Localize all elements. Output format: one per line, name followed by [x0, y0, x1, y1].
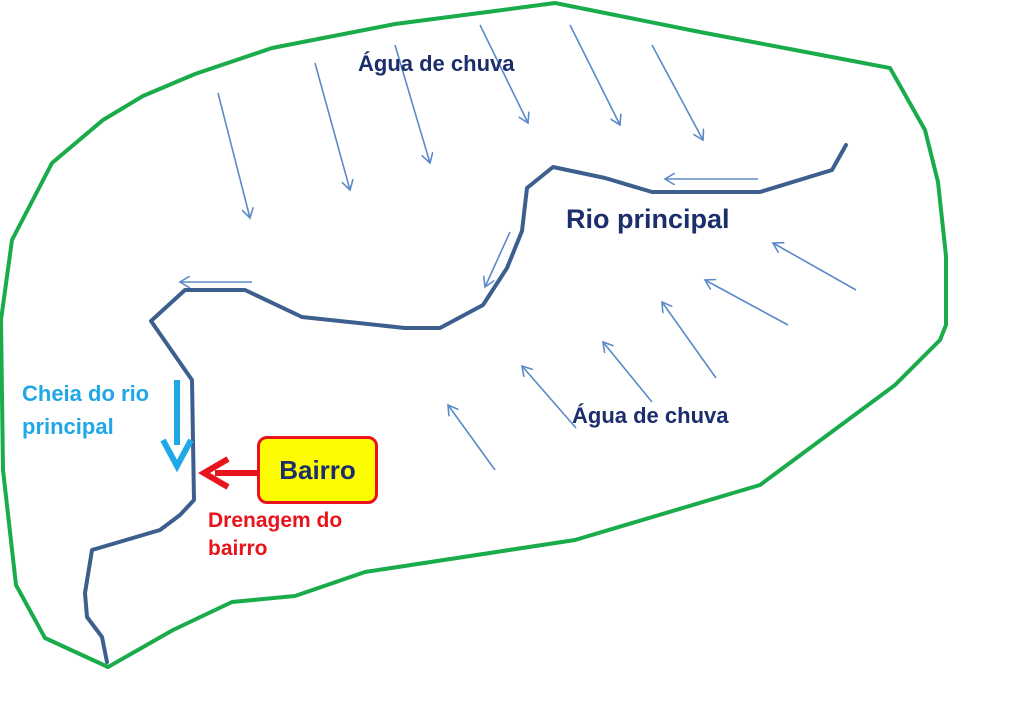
watershed-boundary: [0, 1, 948, 669]
rain-arrow: [773, 243, 857, 291]
rain-arrow: [705, 280, 789, 326]
rain-arrow: [479, 24, 528, 123]
main-river: [83, 143, 848, 664]
neighborhood-label: Bairro: [279, 454, 356, 485]
drainage-label-line-1: Drenagem do: [208, 509, 343, 532]
rain-arrow: [662, 302, 717, 379]
flood-arrow-head: [160, 438, 194, 473]
rain-arrow: [217, 92, 250, 218]
drainage-label-line-2: bairro: [208, 537, 268, 560]
flood-label-line-2: principal: [22, 414, 114, 439]
drainage-label: Drenagem do bairro: [208, 507, 342, 563]
rain-arrow: [394, 44, 430, 163]
rain-arrow: [603, 342, 653, 403]
flood-label: Cheia do rio principal: [22, 377, 149, 443]
flood-label-line-1: Cheia do rio: [22, 381, 150, 406]
rain-arrow: [448, 405, 496, 471]
rain-arrow: [485, 231, 511, 287]
rain-label-bottom: Água de chuva: [572, 403, 729, 428]
neighborhood-box: Bairro: [257, 436, 378, 504]
rain-arrow: [651, 44, 703, 140]
drainage-arrow-head: [198, 456, 230, 490]
rain-arrow: [314, 62, 350, 190]
rain-arrow: [569, 24, 620, 125]
rain-arrow: [522, 366, 577, 429]
rain-label-top: Água de chuva: [358, 51, 515, 76]
river-label: Rio principal: [566, 204, 730, 234]
